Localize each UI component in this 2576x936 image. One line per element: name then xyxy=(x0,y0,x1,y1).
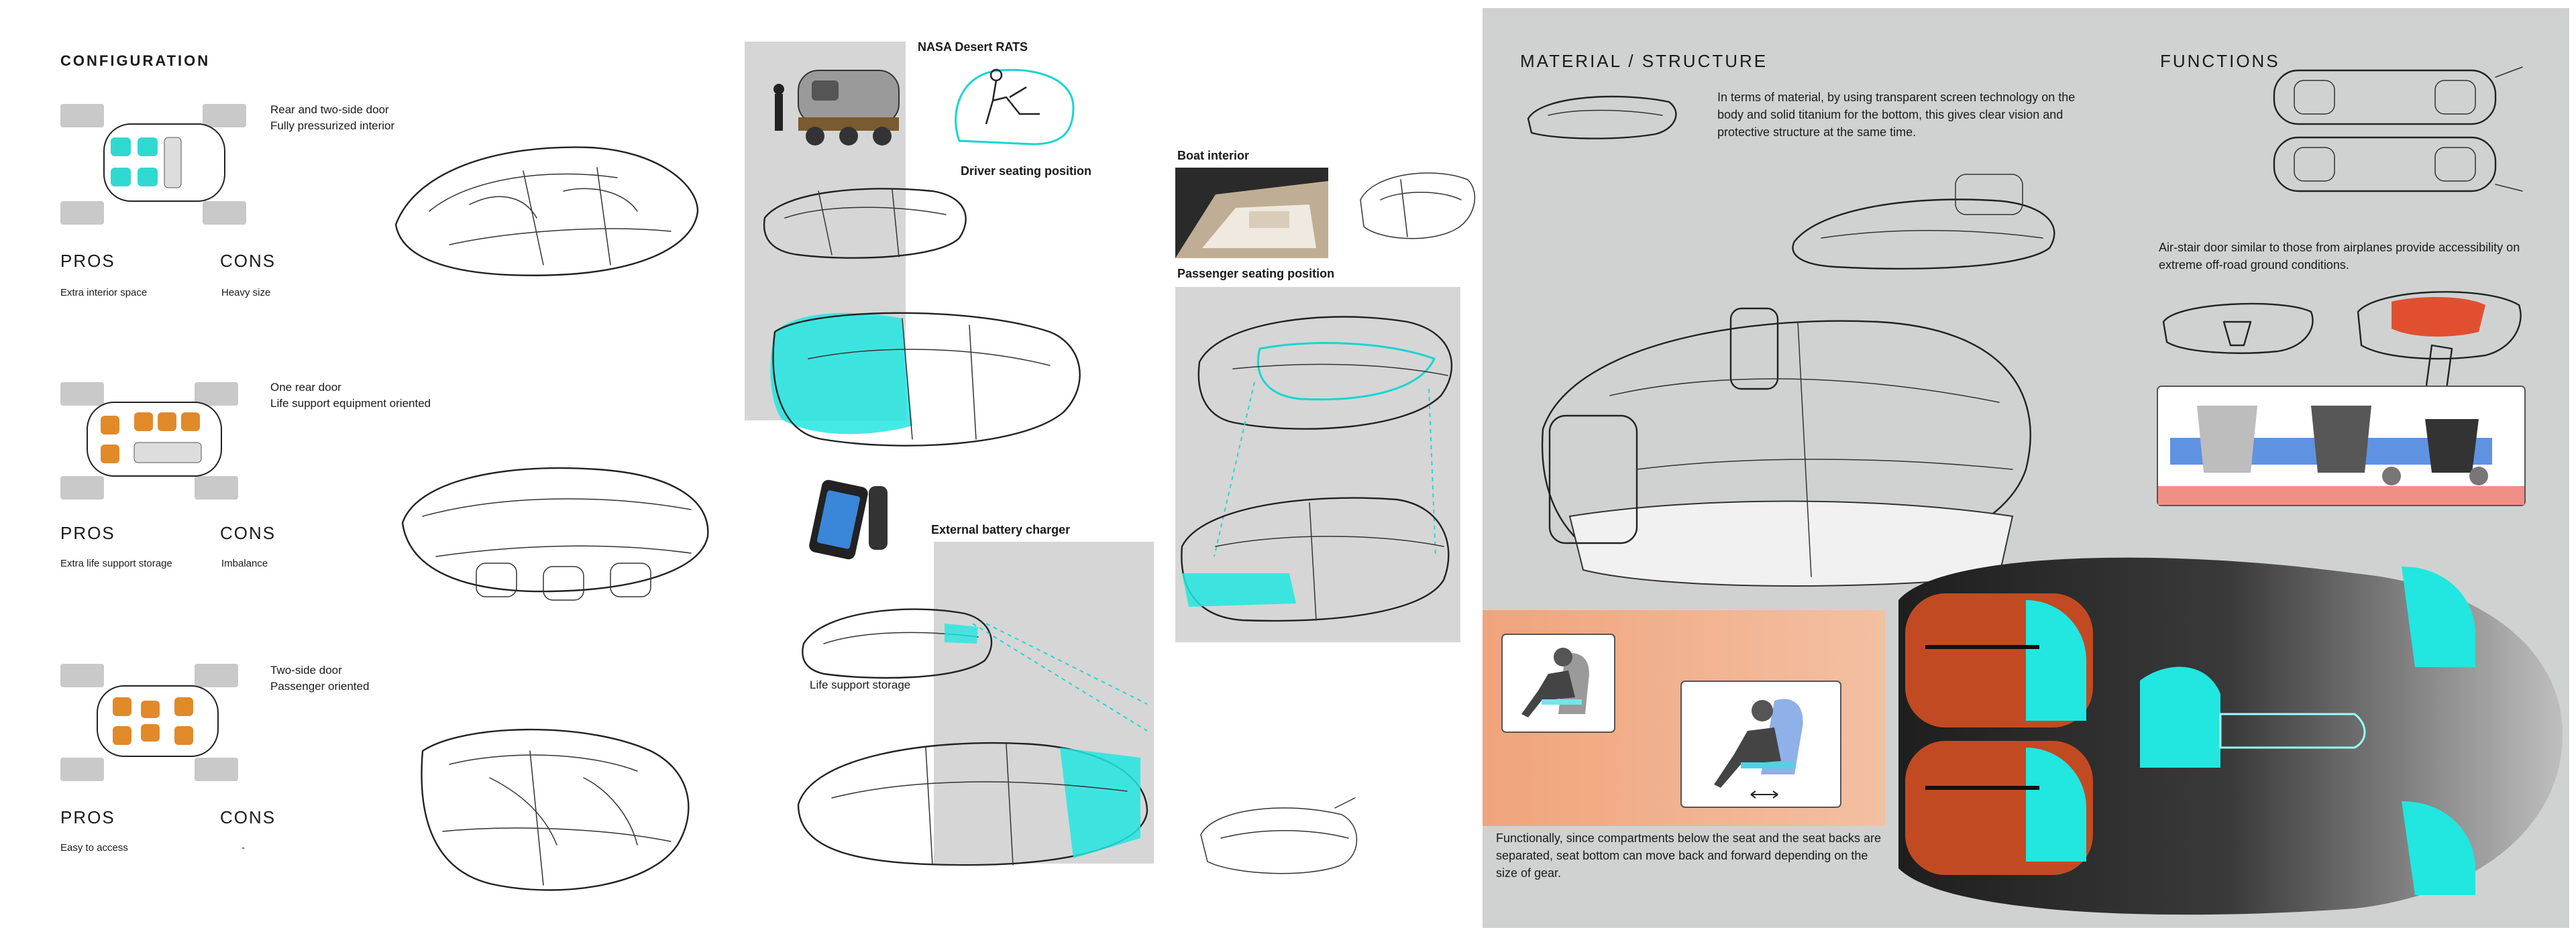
passenger-cyan-guides xyxy=(1214,382,1436,557)
sketch-airstair-closed xyxy=(2162,302,2314,354)
material-structure-heading: MATERIAL / STRUCTURE xyxy=(1520,51,1768,71)
sketch-material-small xyxy=(1527,95,1677,139)
config-2-plan-diagram xyxy=(60,382,238,500)
config-3-pros-label: PROS xyxy=(60,807,115,827)
driver-seat-icon xyxy=(955,68,1075,145)
config-1-pros-label: PROS xyxy=(60,251,115,271)
battery-cyan-guides xyxy=(972,623,1148,732)
config-1-cons-label: CONS xyxy=(220,251,276,271)
configuration-heading: CONFIGURATION xyxy=(60,52,211,69)
config-2-cons-label: CONS xyxy=(220,523,276,543)
config-2-con: Imbalance xyxy=(221,558,268,569)
boat-interior-label: Boat interior xyxy=(1177,149,1250,162)
battery-charger-label: External battery charger xyxy=(931,523,1071,536)
sketch-driver-cockpit-top xyxy=(763,188,967,259)
sketch-airstair-open xyxy=(2357,291,2522,400)
sketch-driver-cockpit-cyan xyxy=(770,312,1081,447)
config-3-plan-diagram xyxy=(60,664,238,781)
sketch-life-support-vehicle xyxy=(797,742,1148,866)
nasa-rover-image xyxy=(773,70,900,145)
sketch-boat-detail xyxy=(1360,172,1476,239)
sketch-material-rover xyxy=(1792,174,2055,270)
functions-description: Air-stair door similar to those from air… xyxy=(2159,241,2520,272)
sketch-vehicle-1 xyxy=(394,146,699,276)
config-1-pro: Extra interior space xyxy=(60,287,148,298)
sketch-battery-vehicle xyxy=(802,608,993,679)
sketch-passenger-top xyxy=(1197,316,1453,430)
driver-seating-label: Driver seating position xyxy=(961,164,1092,178)
boat-interior-photo xyxy=(1175,168,1328,258)
config-3-pro: Easy to access xyxy=(60,842,128,854)
seat-diagram-1 xyxy=(1501,634,1615,733)
nasa-title: NASA Desert RATS xyxy=(918,40,1028,54)
config-3-cons-label: CONS xyxy=(220,807,276,827)
config-3-con: - xyxy=(241,842,245,854)
material-description: In terms of material, by using transpare… xyxy=(1717,91,2076,139)
sketch-passenger-side xyxy=(1181,497,1450,622)
config-1-plan-diagram xyxy=(60,104,246,225)
config-1-con: Heavy size xyxy=(221,287,271,298)
render-rover-topview xyxy=(1898,557,2563,915)
seat-diagram-2 xyxy=(1680,681,1841,808)
passenger-seating-label: Passenger seating position xyxy=(1177,267,1335,280)
sketch-vehicle-3 xyxy=(421,728,690,891)
config-2-pros-label: PROS xyxy=(60,523,115,543)
sketch-small-rover xyxy=(1200,797,1358,874)
config-2-pro: Extra life support storage xyxy=(60,558,172,569)
sketch-vehicle-2 xyxy=(401,467,709,601)
life-support-storage-label: Life support storage xyxy=(810,679,911,691)
airstair-functions-diagram xyxy=(2157,386,2526,506)
functions-heading: FUNCTIONS xyxy=(2160,51,2280,71)
seat-function-description: Functionally, since compartments below t… xyxy=(1496,831,1881,880)
sketch-material-structure-large xyxy=(1541,307,2031,587)
battery-phone-image xyxy=(809,479,888,560)
sketch-functions-topview xyxy=(2273,66,2523,192)
